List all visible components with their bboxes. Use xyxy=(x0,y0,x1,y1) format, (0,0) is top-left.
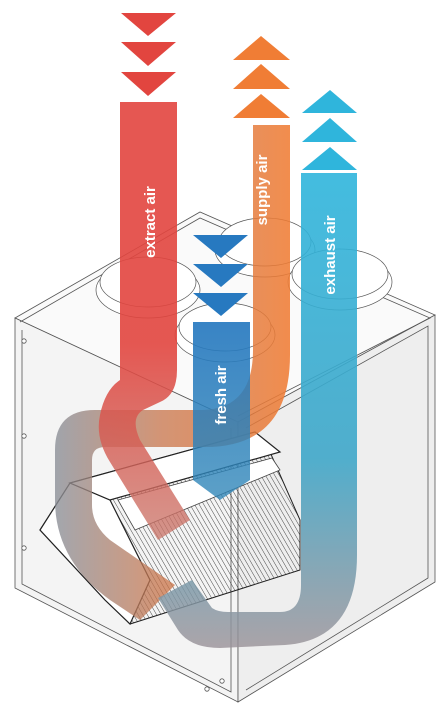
supply-air-arrows xyxy=(233,36,290,118)
supply-air-label: supply air xyxy=(254,154,271,225)
up-arrow-icon xyxy=(233,36,290,60)
up-arrow-icon xyxy=(233,64,290,89)
down-arrow-icon xyxy=(121,72,176,96)
down-arrow-icon xyxy=(121,13,176,36)
up-arrow-icon xyxy=(302,90,357,113)
up-arrow-icon xyxy=(302,118,357,142)
fresh-air-label: fresh air xyxy=(213,365,230,424)
up-arrow-icon xyxy=(302,147,357,170)
extract-air-label: extract air xyxy=(142,186,159,258)
exhaust-air-arrows xyxy=(302,90,357,170)
up-arrow-icon xyxy=(233,94,290,118)
down-arrow-icon xyxy=(121,42,176,66)
extract-air-arrows xyxy=(121,13,176,96)
exhaust-air-label: exhaust air xyxy=(322,215,339,294)
